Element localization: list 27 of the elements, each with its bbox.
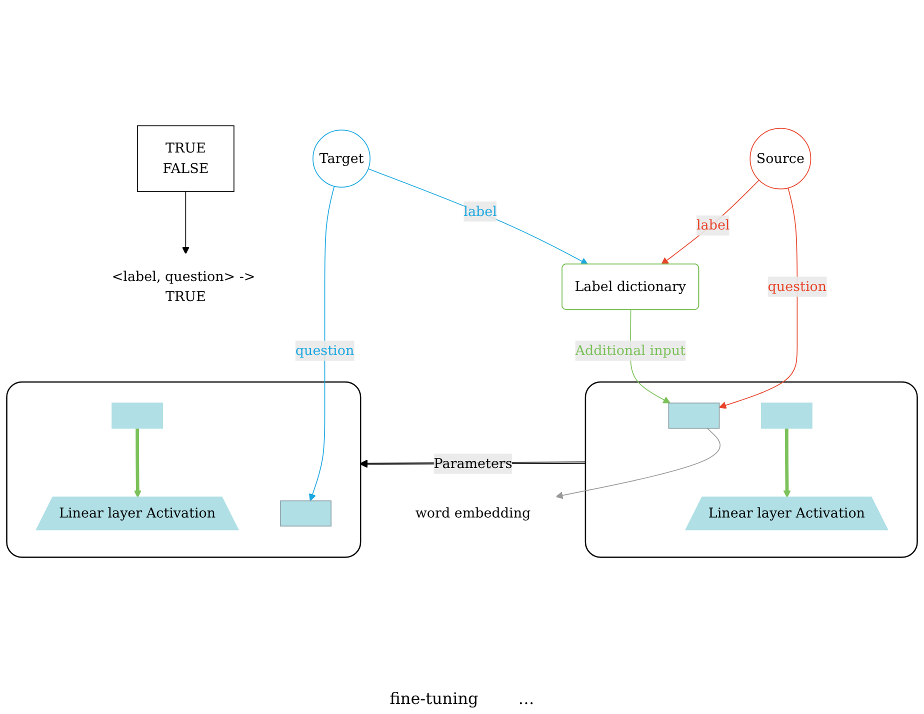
node-text: <label, question> -> TRUE — [112, 268, 256, 304]
edge-label: Additional input — [575, 342, 686, 358]
arrow — [308, 186, 335, 502]
node-circle: Target — [312, 130, 370, 188]
arrow — [134, 428, 142, 498]
arrow — [718, 188, 798, 409]
node-box — [112, 402, 164, 429]
edge-label: Parameters — [434, 455, 512, 472]
cluster — [584, 381, 918, 558]
edge-label: label — [696, 217, 730, 234]
arrow — [783, 428, 791, 498]
node-box: TRUE FALSE — [137, 125, 234, 192]
cluster — [6, 381, 362, 558]
arrow — [661, 180, 760, 265]
node-box — [668, 402, 720, 429]
node-box — [280, 500, 332, 526]
node-circle: Source — [750, 128, 812, 190]
arrow — [556, 428, 720, 499]
arrow — [182, 191, 190, 254]
edge-label: question — [768, 278, 827, 294]
node-text: word embedding — [415, 505, 531, 522]
node-box — [760, 402, 812, 429]
edge-label: question — [295, 342, 354, 358]
note-label: … — [518, 689, 534, 708]
arrow — [368, 168, 588, 265]
edge-label: label — [464, 203, 497, 220]
note-label: fine-tuning — [390, 689, 478, 708]
